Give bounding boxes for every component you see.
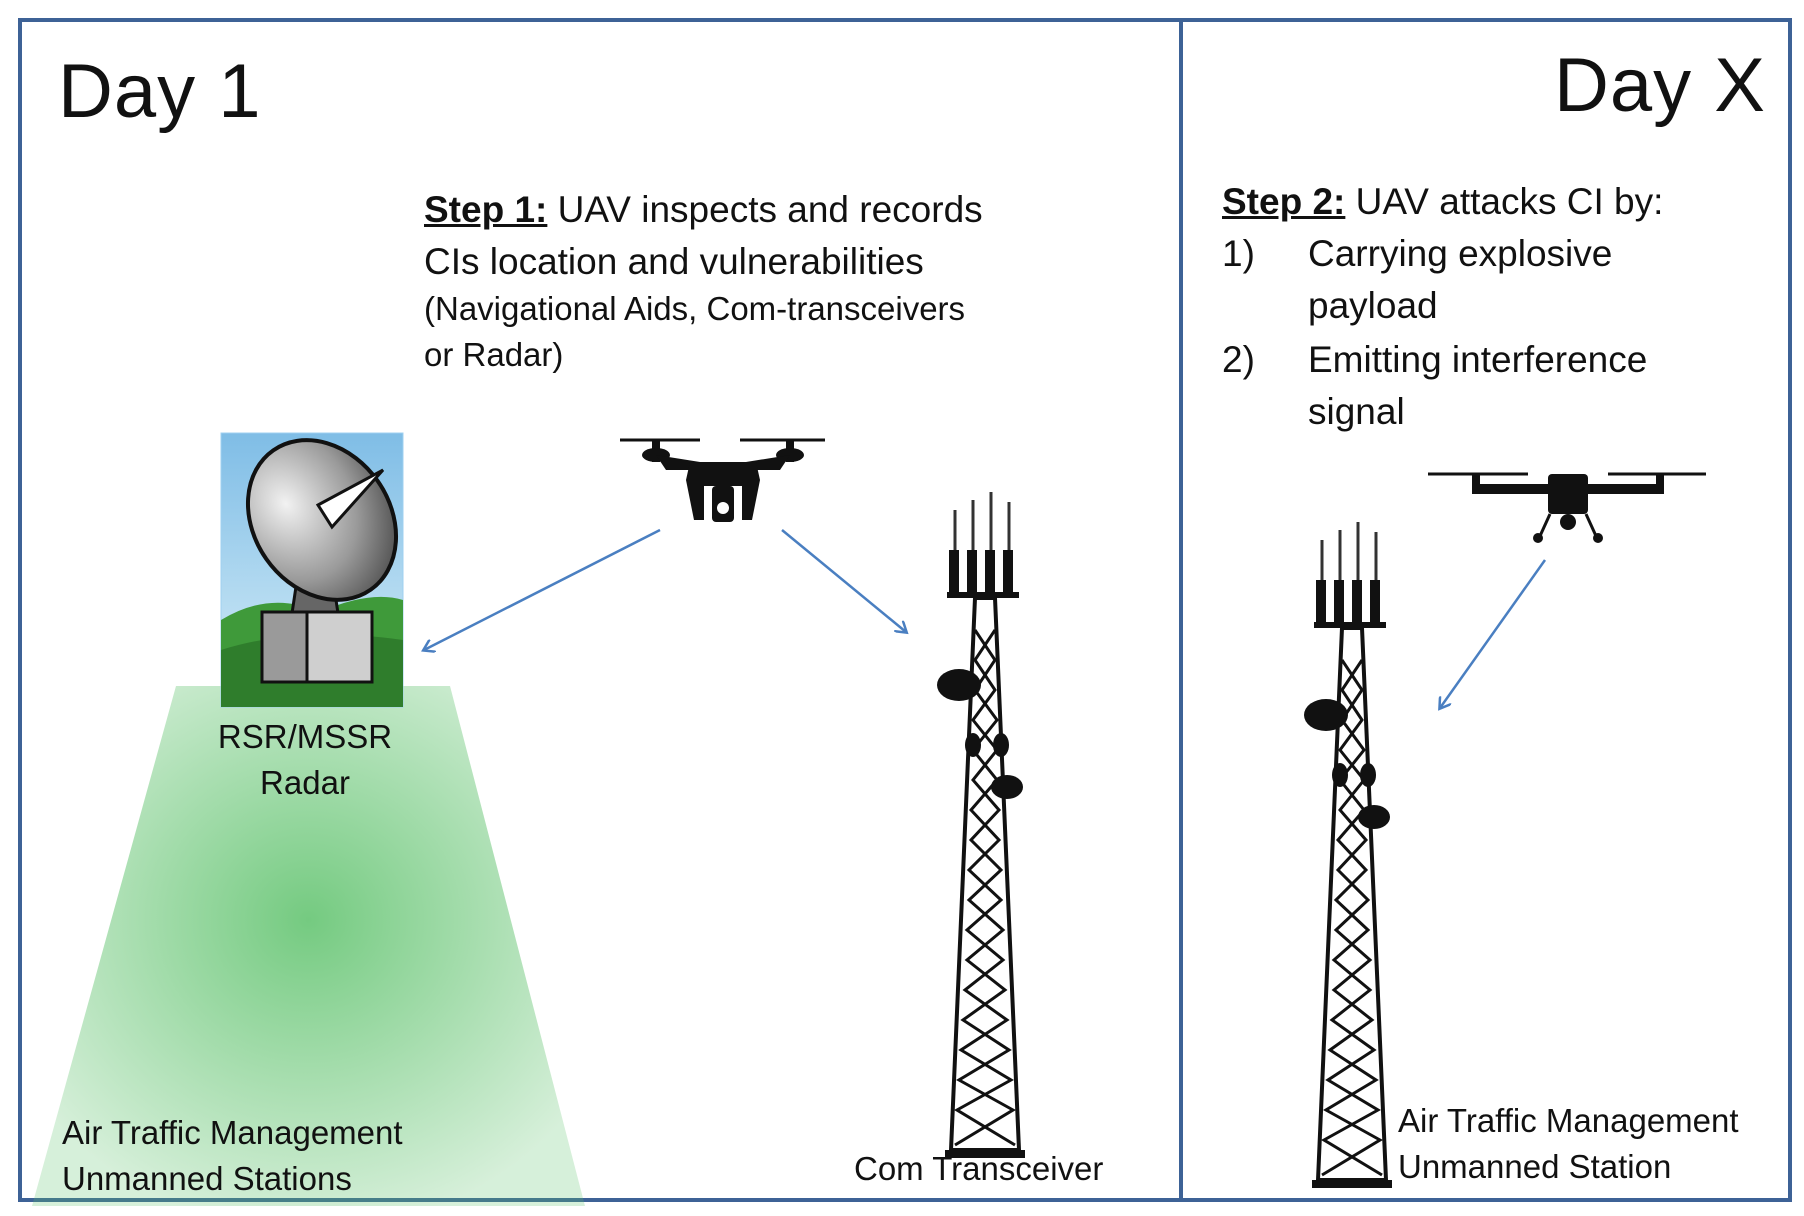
day1-title: Day 1 [58, 49, 262, 134]
drone-icon [1428, 472, 1706, 543]
list-item: Carrying explosive payload [1308, 228, 1768, 332]
radar-label-line2: Radar [260, 764, 350, 801]
step2-heading: Step 2: [1222, 181, 1346, 222]
step1-examples: (Navigational Aids, Com-transceivers or … [424, 286, 1044, 378]
examples-line1: Navigational Aids, Com-transceivers [435, 290, 966, 327]
tower-label: Com Transceiver [854, 1150, 1104, 1187]
radar-coverage-area [32, 686, 585, 1206]
list-item-line2: signal [1308, 391, 1405, 432]
list-item: Emitting interference signal [1308, 334, 1768, 438]
atm-station-label: Air Traffic Management Unmanned Station [1398, 1098, 1788, 1190]
radar-dish-icon [220, 432, 404, 708]
step2-description: Step 2: UAV attacks CI by: [1222, 176, 1782, 228]
cell-tower-icon [1302, 520, 1394, 1190]
step1-text-line1: UAV inspects and records [547, 189, 983, 230]
drone-icon [620, 438, 825, 522]
radar-label-line1: RSR/MSSR [217, 718, 393, 755]
atm-label-line1: Air Traffic Management [62, 1114, 403, 1151]
examples-open-paren: ( [424, 290, 435, 327]
step2-text: UAV attacks CI by: [1345, 181, 1664, 222]
arrow-to-radar [424, 528, 661, 650]
step1-text-line2: CIs location and vulnerabilities [424, 241, 924, 282]
list-item-line2: payload [1308, 285, 1438, 326]
step1-description: Step 1: UAV inspects and records CIs loc… [424, 184, 1044, 288]
examples-line2: or Radar [424, 336, 553, 373]
list-item-number: 1) [1222, 233, 1255, 274]
list-item-number: 2) [1222, 339, 1255, 380]
arrow-to-station [1440, 559, 1547, 708]
list-item-line1: Emitting interference [1308, 339, 1648, 380]
dayx-title: Day X [1554, 43, 1766, 128]
step1-heading: Step 1: [424, 189, 548, 230]
arrow-to-tower [781, 529, 906, 632]
radar-label: RSR/MSSR Radar [200, 714, 410, 806]
list-item-line1: Carrying explosive [1308, 233, 1613, 274]
examples-close-paren: ) [552, 336, 564, 373]
atm-stations-label: Air Traffic Management Unmanned Stations [62, 1110, 482, 1202]
diagram-frame [18, 18, 1792, 1202]
panel-divider [1179, 18, 1183, 1202]
cell-tower-icon [935, 490, 1027, 1160]
station-label-line1: Air Traffic Management [1398, 1102, 1739, 1139]
atm-label-line2: Unmanned Stations [62, 1160, 352, 1197]
station-label-line2: Unmanned Station [1398, 1148, 1672, 1185]
